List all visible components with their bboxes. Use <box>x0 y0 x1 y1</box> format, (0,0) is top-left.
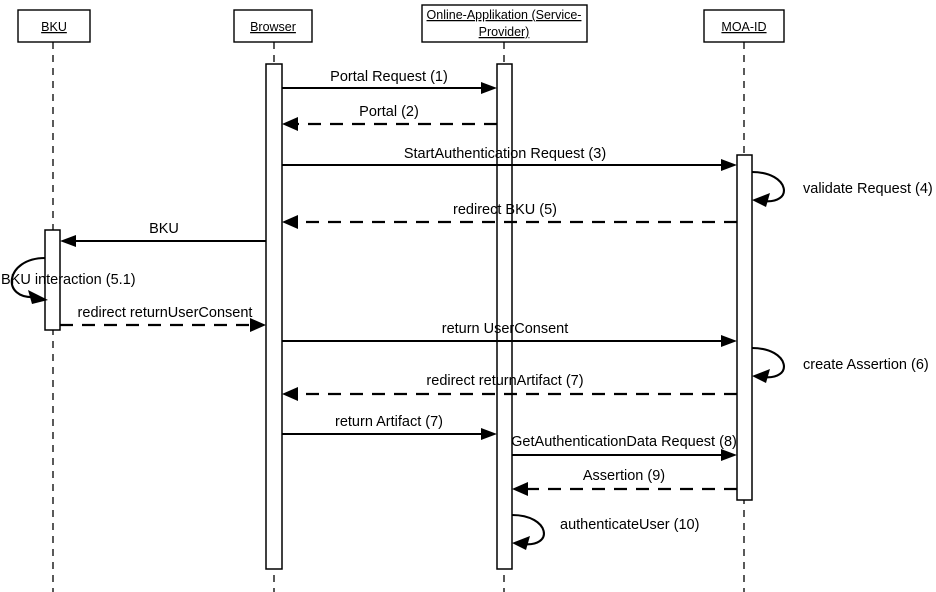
activation-bar-browser <box>265 63 283 570</box>
message-return-artifact: return Artifact (7) <box>282 414 497 440</box>
message-label-startauthentication-request: StartAuthentication Request (3) <box>404 146 606 162</box>
message-redirect-returnuserconsent: redirect returnUserConsent <box>60 305 266 332</box>
lifeline-box-moaid[interactable] <box>703 9 785 43</box>
lifeline-label-browser: Browser <box>250 20 296 34</box>
message-bku-interaction: BKU interaction (5.1) <box>1 256 136 304</box>
message-label-assertion: Assertion (9) <box>583 468 665 484</box>
lifeline-label-online-app-line1: Online-Applikation (Service- <box>427 8 582 22</box>
message-validate-request: validate Request (4) <box>751 170 933 207</box>
arrowhead-return-artifact <box>481 428 497 440</box>
arrowhead-return-userconsent <box>721 335 737 347</box>
message-create-assertion: create Assertion (6) <box>751 346 929 383</box>
lifeline-label-online-app-line2: Provider) <box>479 25 530 39</box>
lifeline-boxes-group: BKU Browser Online-Applikation (Service-… <box>17 4 785 43</box>
arrowhead-portal <box>282 117 298 131</box>
message-portal: Portal (2) <box>282 104 497 131</box>
arrowhead-assertion <box>512 482 528 496</box>
arrowhead-portal-request <box>481 82 497 94</box>
message-selfloop-authenticateuser <box>511 513 545 546</box>
arrowhead-validate-request <box>752 193 770 207</box>
lifeline-box-browser[interactable] <box>233 9 313 43</box>
lifeline-label-bku: BKU <box>41 20 67 34</box>
message-label-getauthenticationdata-request: GetAuthenticationData Request (8) <box>511 434 737 450</box>
activation-bar-bku <box>44 229 61 331</box>
arrowhead-redirect-returnartifact <box>282 387 298 401</box>
arrowhead-authenticateuser <box>512 536 530 550</box>
activation-bar-online-app <box>496 63 513 570</box>
message-label-validate-request: validate Request (4) <box>803 181 933 197</box>
message-label-return-artifact: return Artifact (7) <box>335 414 443 430</box>
arrowhead-create-assertion <box>752 369 770 383</box>
arrowhead-startauthentication-request <box>721 159 737 171</box>
message-redirect-returnartifact: redirect returnArtifact (7) <box>282 373 737 401</box>
message-label-portal-request: Portal Request (1) <box>330 69 448 85</box>
message-portal-request: Portal Request (1) <box>282 69 497 94</box>
message-bku: BKU <box>60 221 266 247</box>
arrowhead-redirect-bku <box>282 215 298 229</box>
activation-bars-group <box>44 63 753 570</box>
lifeline-label-moaid: MOA-ID <box>721 20 766 34</box>
message-label-return-userconsent: return UserConsent <box>442 321 569 337</box>
message-selfloop-create-assertion <box>751 346 785 379</box>
arrowhead-getauthenticationdata-request <box>721 449 737 461</box>
message-label-redirect-returnartifact: redirect returnArtifact (7) <box>426 373 583 389</box>
message-label-bku: BKU <box>149 221 179 237</box>
message-selfloop-validate-request <box>751 170 785 203</box>
activation-bar-moaid <box>736 154 753 501</box>
message-label-bku-interaction: BKU interaction (5.1) <box>1 272 136 288</box>
arrowhead-redirect-returnuserconsent <box>250 318 266 332</box>
lifeline-box-online-app[interactable] <box>421 4 588 43</box>
message-label-create-assertion: create Assertion (6) <box>803 357 929 373</box>
message-label-redirect-returnuserconsent: redirect returnUserConsent <box>78 305 253 321</box>
message-assertion: Assertion (9) <box>512 468 737 496</box>
message-redirect-bku: redirect BKU (5) <box>282 202 737 229</box>
message-authenticateuser: authenticateUser (10) <box>511 513 699 550</box>
arrowhead-bku-interaction <box>28 290 48 304</box>
lifeline-box-bku[interactable] <box>17 9 91 43</box>
message-label-portal: Portal (2) <box>359 104 419 120</box>
message-return-userconsent: return UserConsent <box>282 321 737 347</box>
message-getauthenticationdata-request: GetAuthenticationData Request (8) <box>511 434 737 461</box>
message-startauthentication-request: StartAuthentication Request (3) <box>282 146 737 171</box>
arrowhead-bku <box>60 235 76 247</box>
message-label-authenticateuser: authenticateUser (10) <box>560 517 699 533</box>
message-selfloop-bku-interaction <box>10 256 46 299</box>
message-label-redirect-bku: redirect BKU (5) <box>453 202 557 218</box>
